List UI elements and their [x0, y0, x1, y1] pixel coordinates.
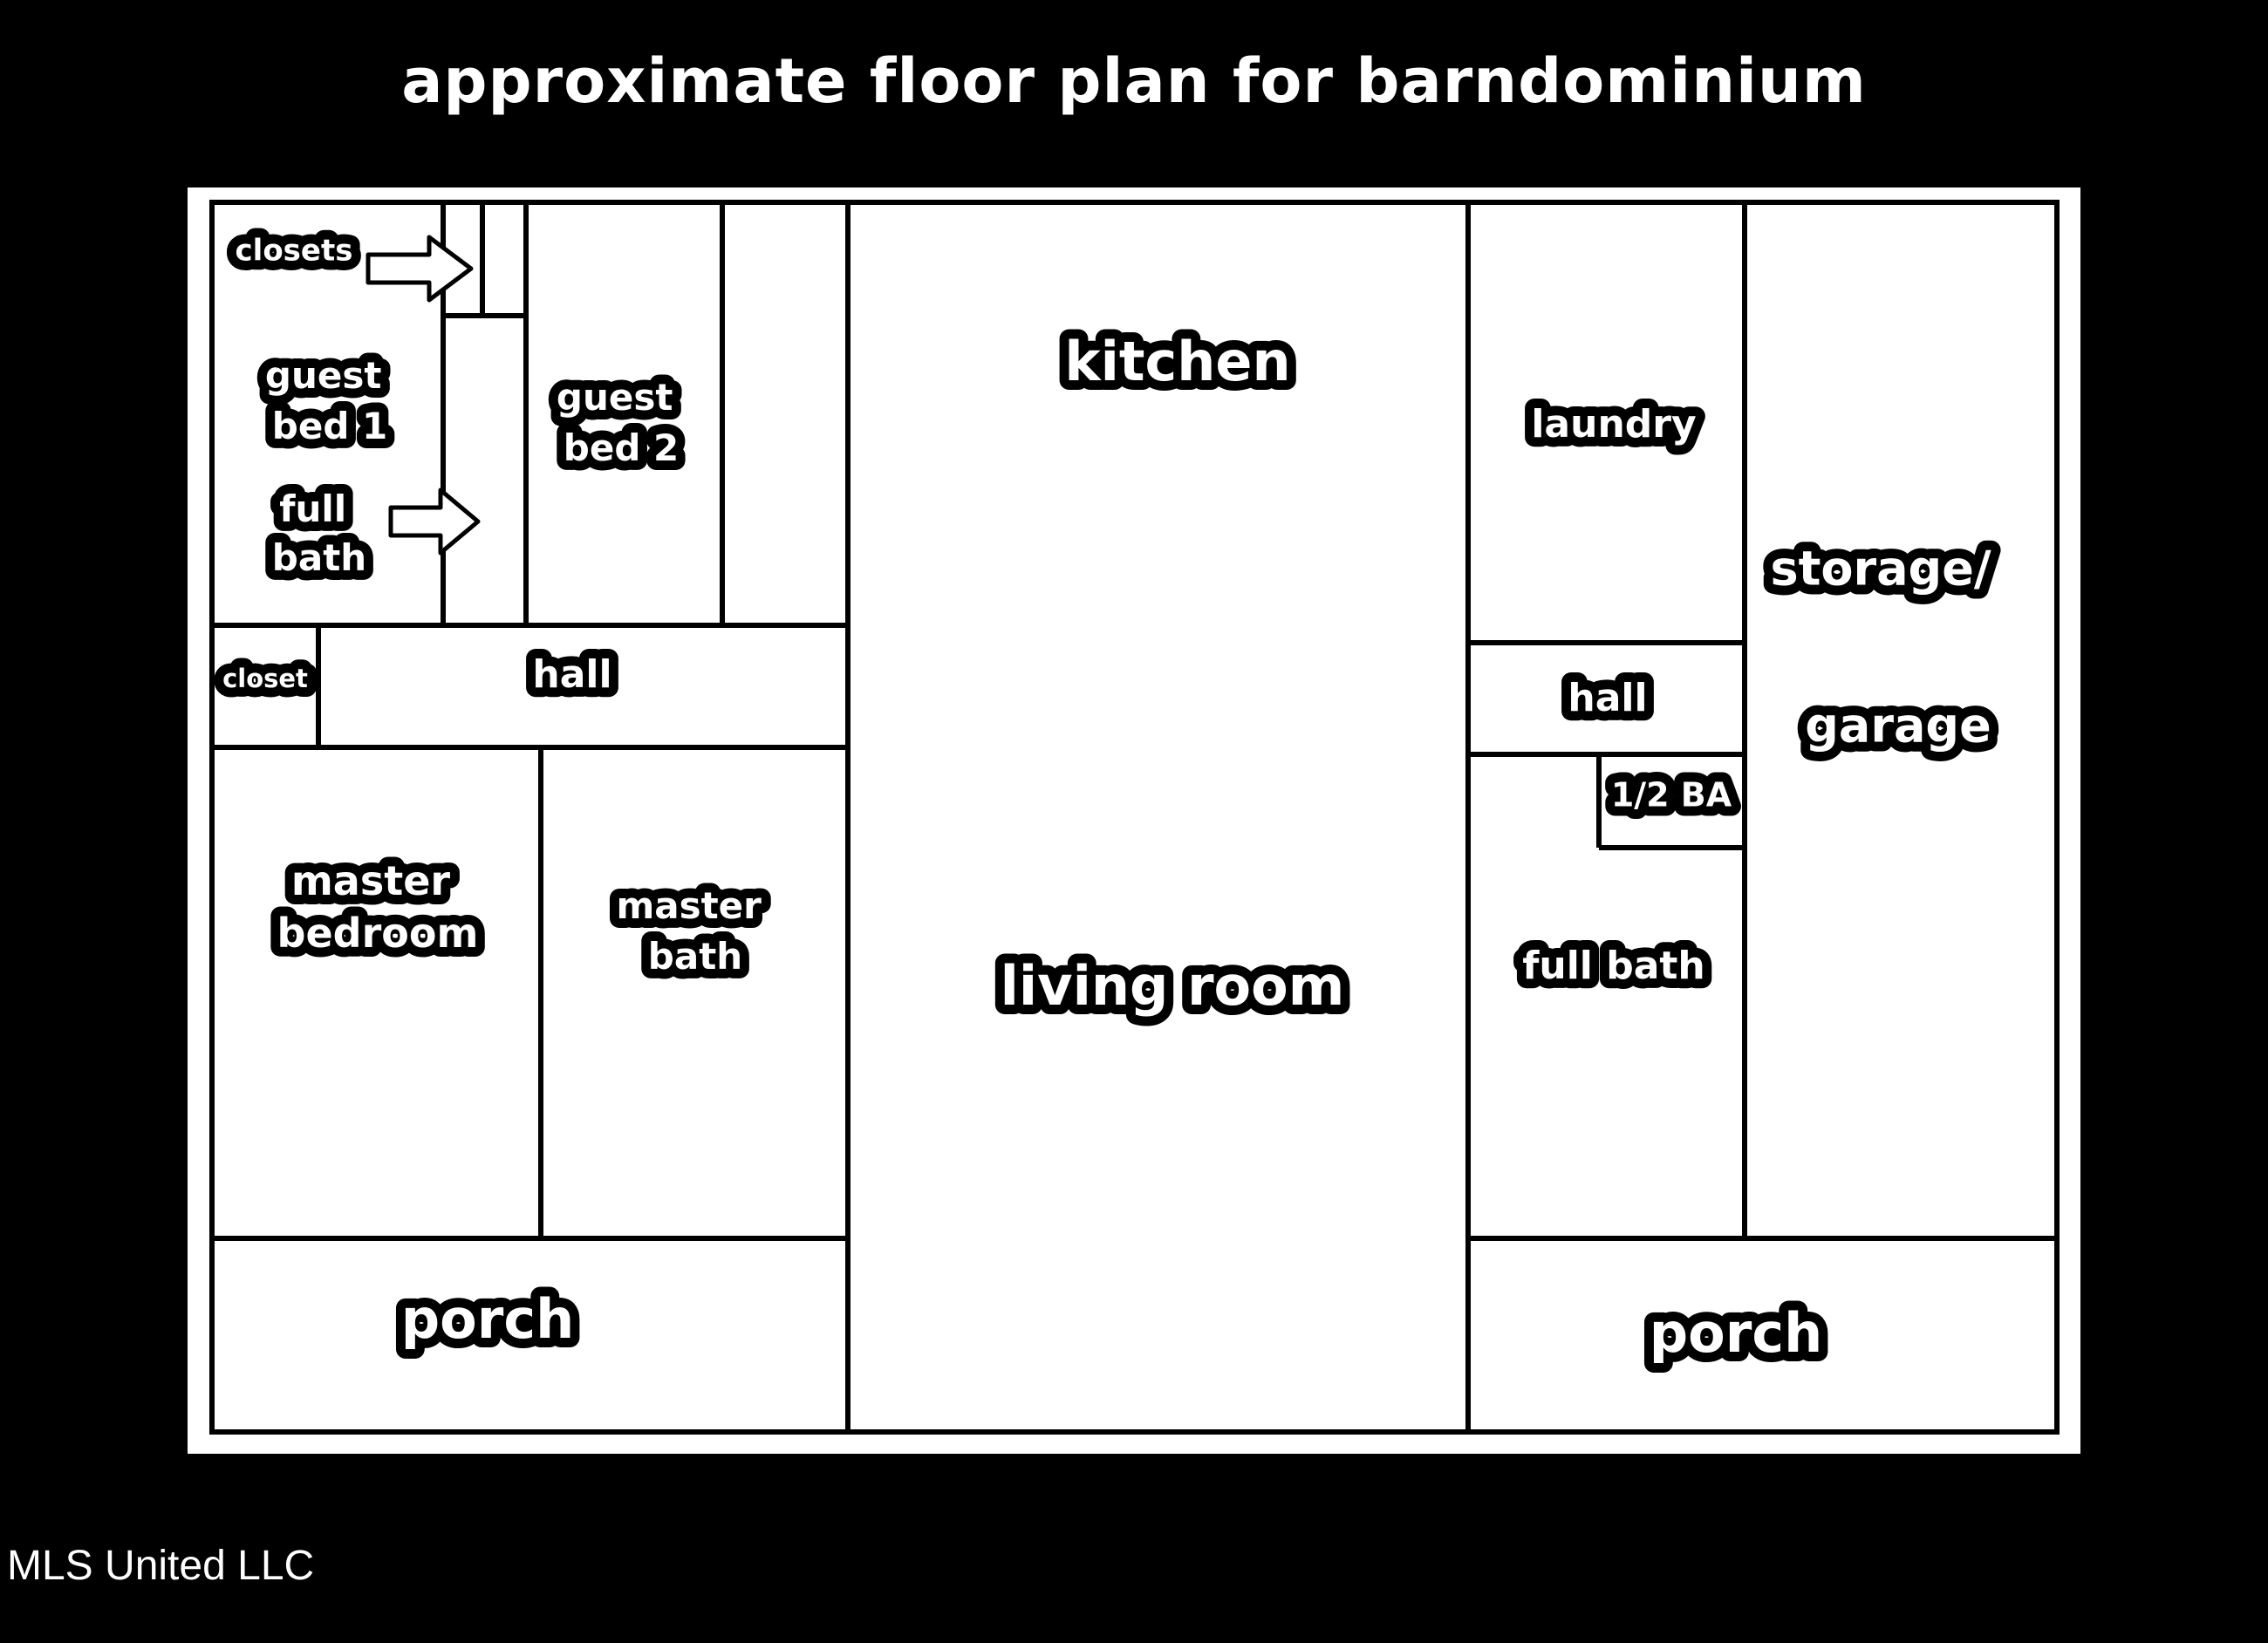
- arrow-right-icon: [388, 487, 481, 556]
- outer-wall: [209, 200, 2060, 1435]
- label-line: guest: [557, 376, 673, 419]
- arrow-right-icon: [365, 235, 474, 303]
- label-porch-left: porch: [401, 1287, 574, 1351]
- label-guest-bed-1: guest bed 1: [265, 354, 394, 447]
- label-master-bath: master bath: [616, 884, 774, 978]
- label-laundry: laundry: [1531, 402, 1696, 447]
- label-hall-right: hall: [1568, 676, 1647, 720]
- label-line: bed 2: [564, 426, 679, 469]
- label-closets: closets: [236, 234, 353, 269]
- plan-sheet: [188, 187, 2080, 1454]
- label-line: guest: [265, 354, 382, 397]
- plan-title: approximate floor plan for barndominium: [401, 45, 1867, 117]
- label-half-bath: 1/2 BA: [1611, 776, 1732, 815]
- label-line: master: [291, 857, 451, 904]
- label-master-bedroom: master bedroom: [277, 857, 479, 957]
- label-line: master: [616, 884, 762, 927]
- label-porch-right: porch: [1650, 1301, 1822, 1365]
- credit-text: MLS United LLC: [7, 1543, 315, 1589]
- label-living-room: living room: [1001, 954, 1345, 1018]
- arrows: [365, 235, 481, 556]
- label-kitchen: kitchen: [1064, 330, 1290, 393]
- label-line: bath: [648, 935, 742, 978]
- label-storage-line-2: garage: [1805, 699, 1991, 753]
- label-line: bedroom: [277, 910, 479, 957]
- label-closet: closet: [222, 664, 308, 693]
- label-hall-left: hall: [532, 652, 611, 697]
- label-line: bath: [272, 536, 366, 579]
- label-guest-bed-2: guest bed 2: [557, 376, 686, 469]
- label-storage-line-1: storage/: [1770, 542, 1991, 597]
- label-full-bath-left: full bath: [272, 487, 366, 579]
- label-line: bed 1: [272, 405, 387, 447]
- label-line: full: [279, 487, 346, 530]
- label-full-bath-right: full bath: [1522, 944, 1705, 988]
